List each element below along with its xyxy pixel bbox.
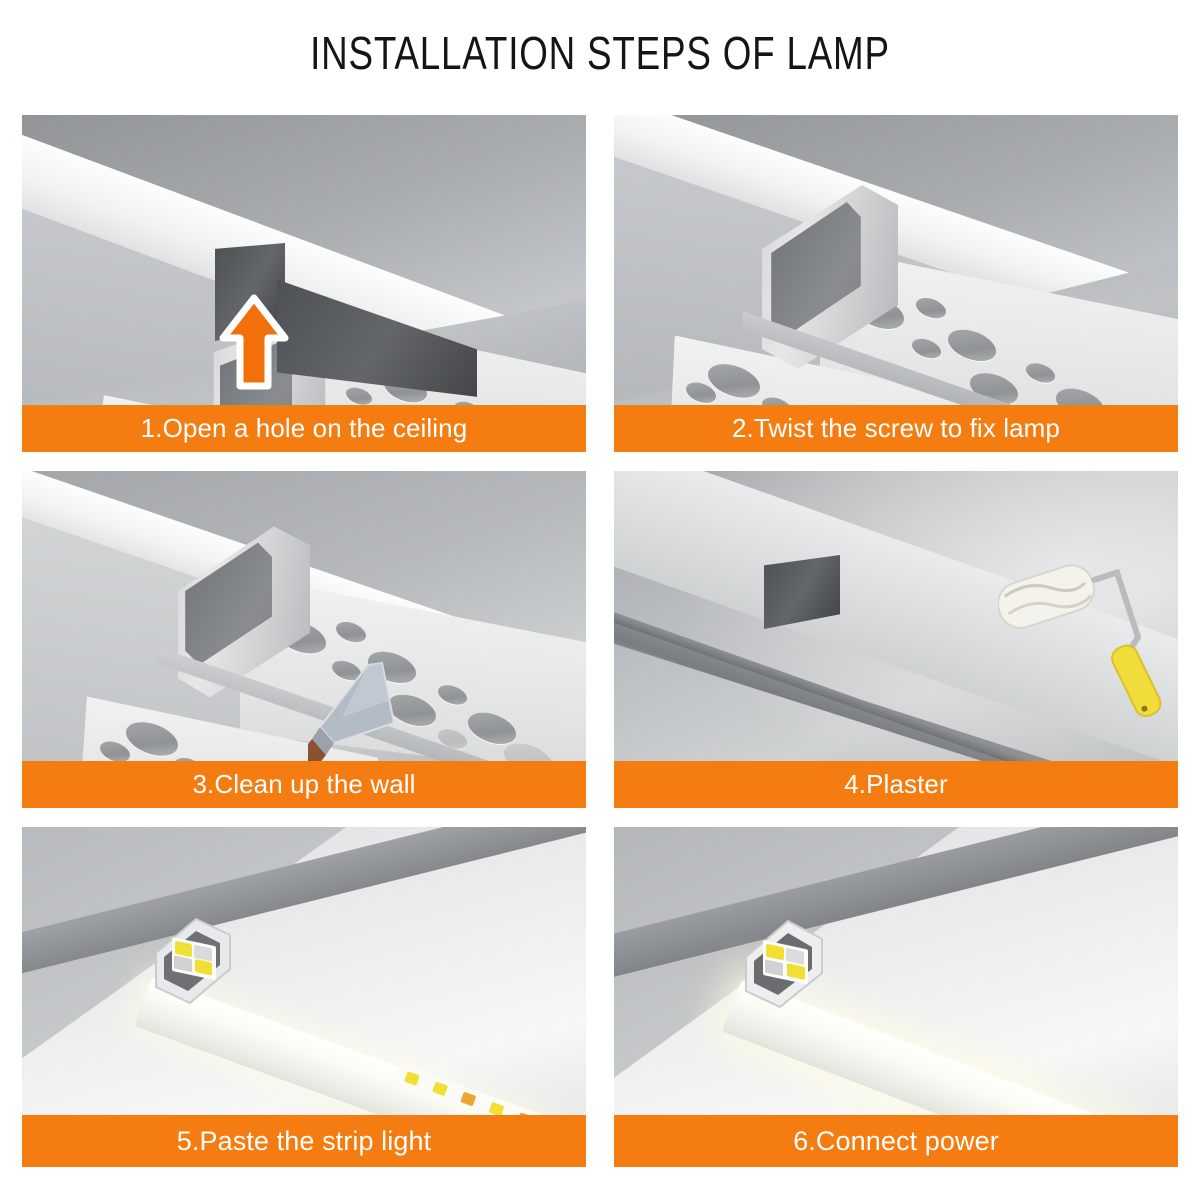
steps-grid: 1.Open a hole on the ceiling: [22, 115, 1178, 1183]
channel-end-cap: [150, 913, 236, 1009]
up-arrow-icon: [219, 294, 289, 390]
page-title: INSTALLATION STEPS OF LAMP: [310, 27, 890, 79]
step-2-illustration: [614, 115, 1178, 452]
paint-roller-icon: [997, 545, 1178, 745]
step-2-caption: 2.Twist the screw to fix lamp: [614, 405, 1178, 452]
step-6-caption: 6.Connect power: [614, 1115, 1178, 1167]
step-1-caption: 1.Open a hole on the ceiling: [22, 405, 586, 452]
step-panel-1[interactable]: 1.Open a hole on the ceiling: [22, 115, 586, 452]
step-3-caption: 3.Clean up the wall: [22, 761, 586, 808]
step-panel-6[interactable]: 6.Connect power: [614, 827, 1178, 1167]
step-panel-2[interactable]: 2.Twist the screw to fix lamp: [614, 115, 1178, 452]
step-1-illustration: [22, 115, 586, 452]
step-5-caption: 5.Paste the strip light: [22, 1115, 586, 1167]
step-panel-3[interactable]: 3.Clean up the wall: [22, 471, 586, 808]
step-panel-4[interactable]: 4.Plaster: [614, 471, 1178, 808]
channel-end-cap: [740, 915, 828, 1013]
step-4-caption: 4.Plaster: [614, 761, 1178, 808]
step-3-illustration: [22, 471, 586, 808]
step-4-illustration: [614, 471, 1178, 808]
step-5-illustration: [22, 827, 586, 1167]
step-panel-5[interactable]: 5.Paste the strip light: [22, 827, 586, 1167]
step-6-illustration: [614, 827, 1178, 1167]
